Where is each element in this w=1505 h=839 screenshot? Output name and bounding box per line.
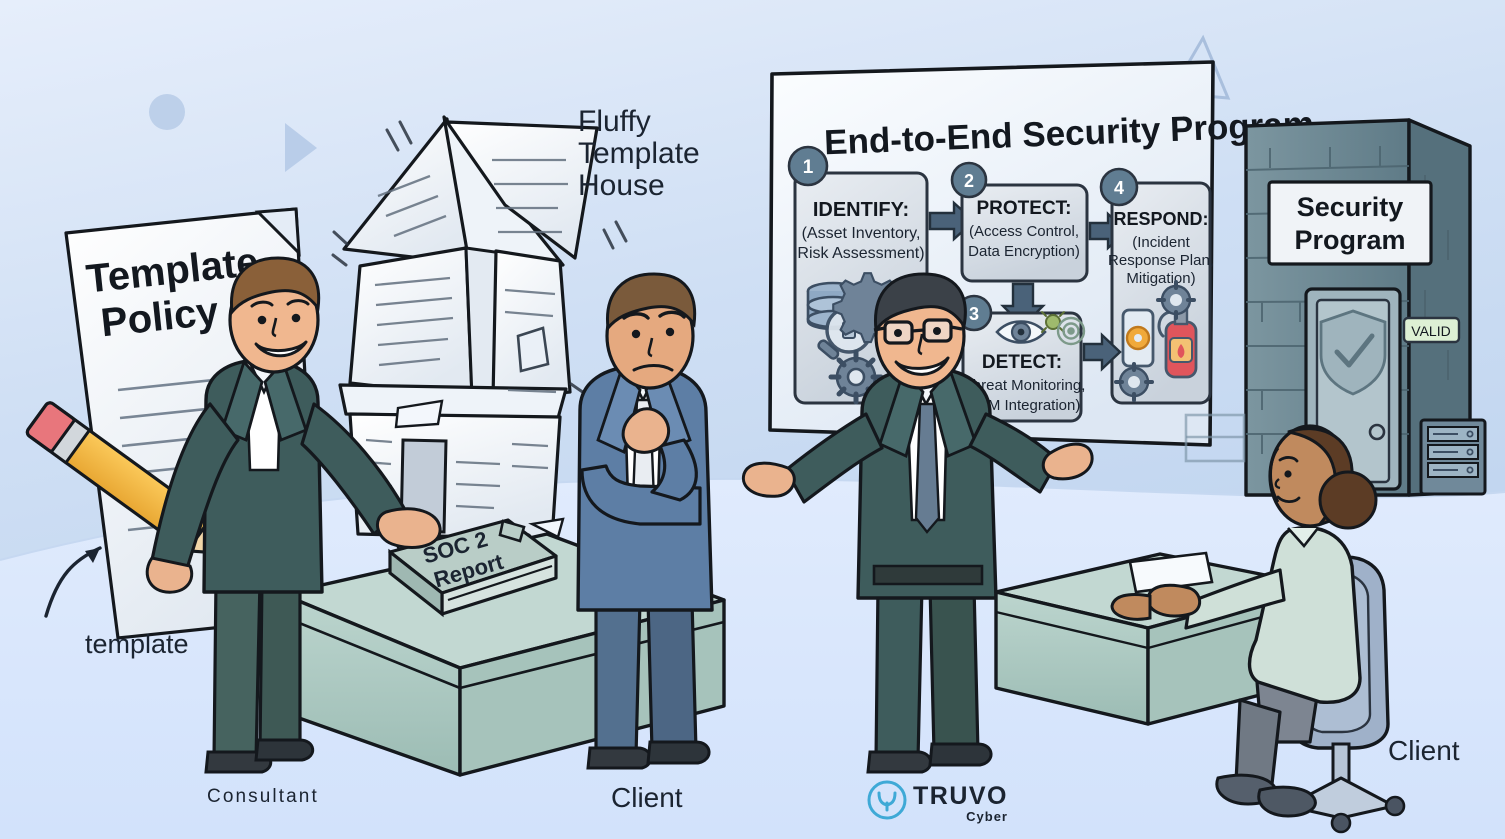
decor-circle [149, 94, 185, 130]
client-seated-label: Client [1388, 735, 1460, 766]
logo-wordmark: TRUVO [913, 782, 1008, 810]
bug-icon [1041, 311, 1065, 333]
decor-triangle-filled [285, 123, 317, 172]
step-card-respond: RESPOND: (Incident Response Plan, Mitiga… [1099, 167, 1214, 405]
svg-text:Data Encryption): Data Encryption) [968, 243, 1080, 260]
presenter-figure [741, 272, 1094, 774]
valid-badge [1402, 316, 1461, 344]
truvo-cyber-logo: TRUVO Cyber [869, 782, 1008, 824]
svg-text:SIEM Integration): SIEM Integration) [964, 397, 1081, 414]
step-card-detect: DETECT: (Threat Monitoring, SIEM Integra… [955, 294, 1086, 423]
svg-text:DETECT:: DETECT: [982, 352, 1062, 373]
security-program-building: Security Program VALID [1184, 118, 1487, 497]
logo-subtitle: Cyber [966, 809, 1008, 824]
svg-text:(Threat Monitoring,: (Threat Monitoring, [959, 377, 1086, 394]
step-card-protect: PROTECT: (Access Control, Data Encryptio… [950, 161, 1089, 283]
svg-text:PROTECT:: PROTECT: [977, 198, 1072, 219]
svg-text:Mitigation): Mitigation) [1126, 270, 1195, 287]
svg-text:Response Plan,: Response Plan, [1108, 252, 1214, 269]
gear-icon [1114, 362, 1154, 402]
gear-icon [828, 349, 884, 405]
truvo-logo-mark-icon [867, 780, 907, 820]
arrow-detect-to-respond [1082, 332, 1122, 372]
client-standing-figure [576, 272, 714, 770]
svg-text:(Incident: (Incident [1132, 234, 1190, 251]
svg-text:IDENTIFY:: IDENTIFY: [813, 199, 909, 221]
svg-text:Risk Assessment): Risk Assessment) [797, 245, 924, 262]
radar-icon [1056, 316, 1086, 346]
seated-client-figure [1110, 424, 1406, 834]
consultant-label: Consultant [207, 786, 319, 807]
client-standing-label: Client [611, 782, 683, 813]
svg-text:(Asset Inventory,: (Asset Inventory, [802, 225, 921, 242]
svg-text:4: 4 [1114, 178, 1124, 198]
template-callout-label: template [85, 629, 189, 659]
gear-icon [1156, 280, 1196, 320]
svg-text:3: 3 [969, 304, 979, 324]
consultant-figure [145, 256, 442, 774]
fire-extinguisher-icon [1157, 308, 1198, 379]
svg-text:VALID: VALID [1411, 323, 1450, 339]
shield-check-icon [1319, 309, 1387, 396]
eye-icon [995, 320, 1047, 344]
svg-text:2: 2 [964, 171, 974, 191]
svg-text:1: 1 [803, 157, 814, 178]
phone-icon [1121, 308, 1155, 368]
server-rack-icon [1419, 418, 1487, 496]
svg-text:RESPOND:: RESPOND: [1113, 209, 1208, 229]
svg-text:(Access Control,: (Access Control, [969, 223, 1079, 240]
svg-text:Security: Security [1297, 192, 1404, 222]
svg-text:Program: Program [1294, 225, 1405, 255]
